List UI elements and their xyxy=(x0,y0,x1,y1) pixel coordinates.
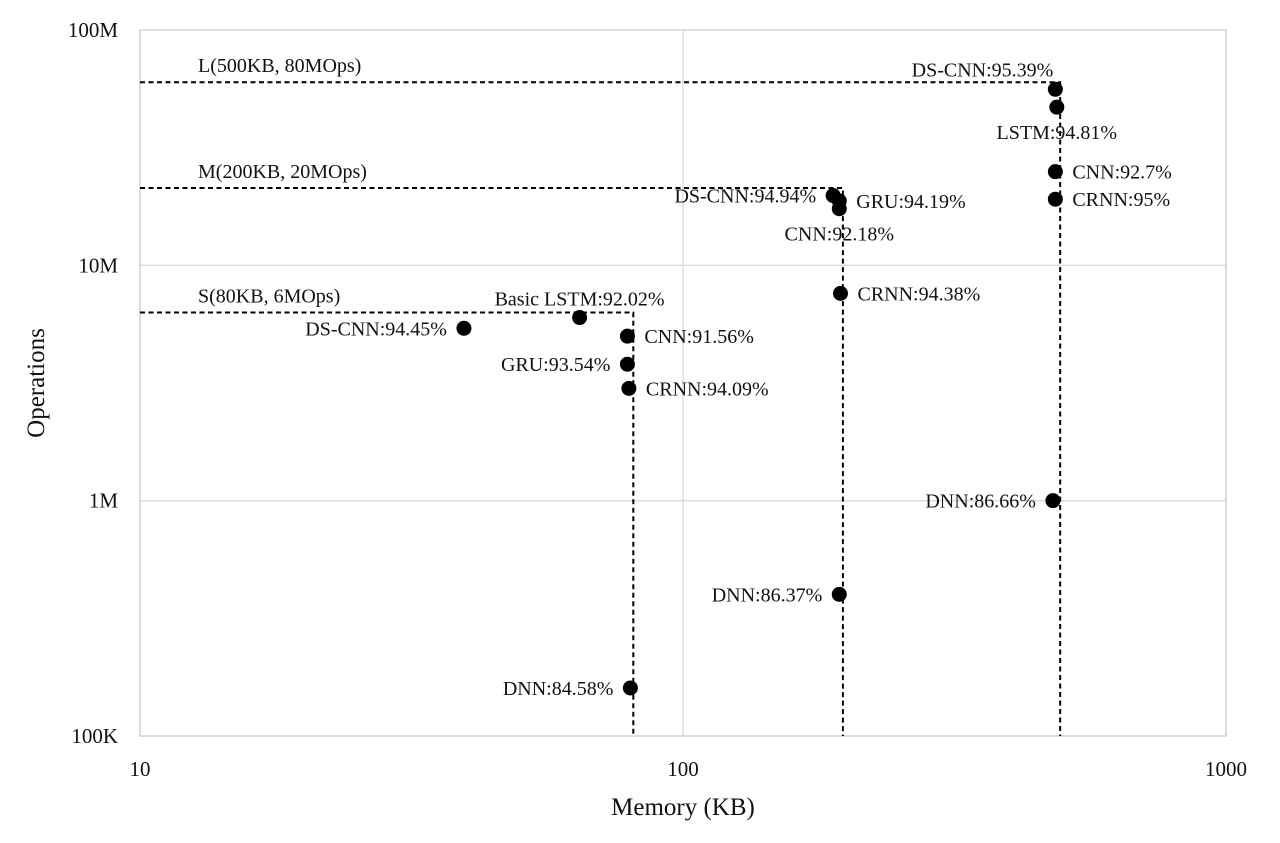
x-tick-label: 100 xyxy=(667,757,699,781)
point-cnn-79-label: CNN:91.56% xyxy=(644,326,753,348)
point-dnn-194-marker xyxy=(831,586,847,602)
budget-s-label: S(80KB, 6MOps) xyxy=(198,286,340,308)
x-tick-label: 1000 xyxy=(1205,757,1247,781)
budget-l-label: L(500KB, 80MOps) xyxy=(198,55,361,77)
point-cnn-194-marker xyxy=(831,201,847,217)
budget-m-boundary xyxy=(140,187,844,736)
point-ds-cnn-485-marker xyxy=(1047,81,1063,97)
axis-tick-labels: 10 100 1000 100K 1M 10M 100M xyxy=(68,18,1247,781)
point-crnn-80-label: CRNN:94.09% xyxy=(646,378,769,400)
point-ds-cnn-40-marker xyxy=(456,320,472,336)
point-cnn-485-label: CNN:92.7% xyxy=(1072,162,1171,184)
point-dnn-194-label: DNN:86.37% xyxy=(712,584,823,606)
point-dnn-80-label: DNN:84.58% xyxy=(503,678,614,700)
point-dnn-480-label: DNN:86.66% xyxy=(925,491,1036,513)
y-tick-label: 100M xyxy=(68,18,119,42)
budget-s-boundary xyxy=(140,311,635,736)
budget-m-label: M(200KB, 20MOps) xyxy=(198,161,367,183)
point-crnn-195-marker xyxy=(832,285,848,301)
x-tick-label: 10 xyxy=(130,757,151,781)
point-gru-79-marker xyxy=(619,356,635,372)
point-dnn-480-marker xyxy=(1045,493,1061,509)
y-tick-label: 10M xyxy=(78,253,118,277)
point-lstm-488-label: LSTM:94.81% xyxy=(997,122,1118,144)
point-gru-79-label: GRU:93.54% xyxy=(501,354,610,376)
x-axis-title: Memory (KB) xyxy=(611,794,755,821)
point-ds-cnn-189-label: DS-CNN:94.94% xyxy=(674,186,816,208)
point-cnn-485-marker xyxy=(1047,164,1063,180)
y-tick-label: 100K xyxy=(71,724,118,748)
y-tick-label: 1M xyxy=(89,489,119,513)
point-cnn-79-marker xyxy=(619,328,635,344)
point-crnn-485-label: CRNN:95% xyxy=(1072,189,1170,211)
plot-area-border xyxy=(139,29,1227,737)
data-points: DS-CNN:94.45% Basic LSTM:92.02% CNN:91.56%… xyxy=(305,59,1172,700)
point-ds-cnn-40-label: DS-CNN:94.45% xyxy=(305,318,447,340)
budget-boxes: S(80KB, 6MOps) M(200KB, 20MOps) L(500KB, 8… xyxy=(140,55,1062,736)
point-basic-lstm-65-marker xyxy=(572,310,588,326)
point-ds-cnn-485-label: DS-CNN:95.39% xyxy=(912,59,1054,81)
point-crnn-195-label: CRNN:94.38% xyxy=(857,283,980,305)
point-cnn-194-label: CNN:92.18% xyxy=(785,224,894,246)
point-dnn-80-marker xyxy=(622,680,638,696)
budget-l-boundary xyxy=(140,81,1062,736)
point-crnn-80-marker xyxy=(621,380,637,396)
y-axis-title: Operations xyxy=(23,328,50,438)
point-basic-lstm-65-label: Basic LSTM:92.02% xyxy=(495,289,665,311)
point-lstm-488-marker xyxy=(1049,99,1065,115)
point-gru-194-label: GRU:94.19% xyxy=(856,191,965,213)
point-crnn-485-marker xyxy=(1047,191,1063,207)
